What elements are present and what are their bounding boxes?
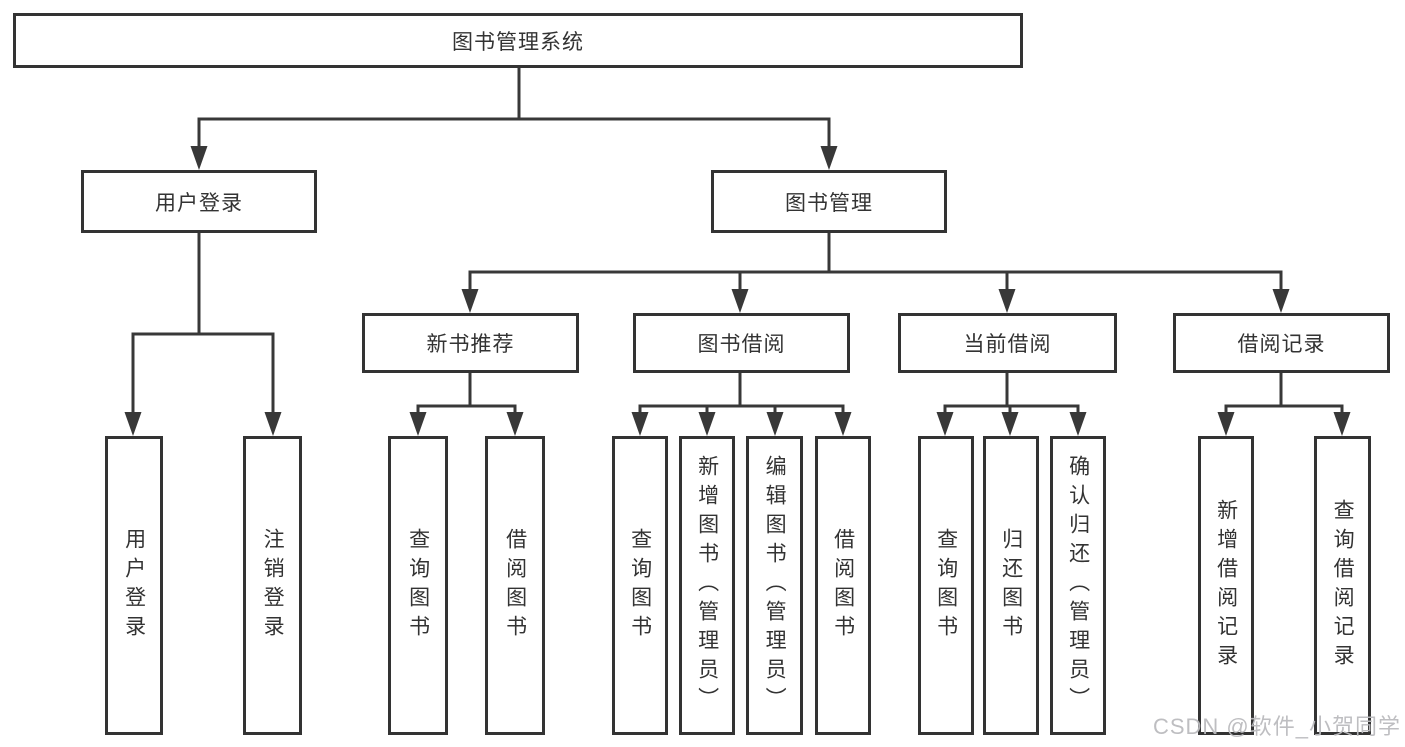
leaf-query-borrow-record-label: 查询借阅记录 [1331,498,1355,673]
leaf-user-login-label: 用户登录 [122,527,146,644]
leaf-query-borrow-record: 查询借阅记录 [1314,436,1371,735]
leaf-borrow-book-borrowing-label: 借阅图书 [831,527,855,644]
leaf-query-book-current-label: 查询图书 [934,527,958,644]
leaf-borrow-book-recommend: 借阅图书 [485,436,545,735]
leaf-return-book: 归还图书 [983,436,1039,735]
leaf-logout: 注销登录 [243,436,302,735]
leaf-query-book-recommend: 查询图书 [388,436,448,735]
leaf-edit-book-admin-label: 编辑图书（管理员） [763,455,787,716]
node-current-borrowing: 当前借阅 [898,313,1117,373]
connector-borrowing-records-to-leaves [1217,371,1351,436]
csdn-watermark: CSDN @软件_小贺同学 [1152,714,1401,739]
leaf-borrow-book-recommend-label: 借阅图书 [503,527,527,644]
leaf-add-borrow-record: 新增借阅记录 [1198,436,1254,735]
connector-book-management-to-level3 [461,231,1290,313]
leaf-logout-label: 注销登录 [261,527,285,644]
connector-root-to-level2 [190,66,838,170]
leaf-borrow-book-borrowing: 借阅图书 [815,436,871,735]
leaf-confirm-return-admin-label: 确认归还（管理员） [1066,455,1090,716]
leaf-query-book-borrowing-label: 查询图书 [628,527,652,644]
leaf-query-book-current: 查询图书 [918,436,974,735]
node-user-login: 用户登录 [81,170,317,233]
connector-current-borrowing-to-leaves [936,371,1087,436]
node-borrowing-records: 借阅记录 [1173,313,1390,373]
leaf-add-book-admin: 新增图书（管理员） [679,436,735,735]
leaf-user-login: 用户登录 [105,436,163,735]
leaf-confirm-return-admin: 确认归还（管理员） [1050,436,1106,735]
node-book-management: 图书管理 [711,170,947,233]
leaf-edit-book-admin: 编辑图书（管理员） [746,436,803,735]
node-book-borrowing: 图书借阅 [633,313,850,373]
connector-new-book-recommend-to-leaves [409,371,524,436]
leaf-add-book-admin-label: 新增图书（管理员） [695,455,719,716]
leaf-query-book-recommend-label: 查询图书 [406,527,430,644]
leaf-return-book-label: 归还图书 [999,527,1023,644]
leaf-query-book-borrowing: 查询图书 [612,436,668,735]
connector-user-login-to-leaves [124,231,282,436]
node-library-management-system: 图书管理系统 [13,13,1023,68]
node-new-book-recommend: 新书推荐 [362,313,579,373]
connector-book-borrowing-to-leaves [631,371,852,436]
leaf-add-borrow-record-label: 新增借阅记录 [1214,498,1238,673]
